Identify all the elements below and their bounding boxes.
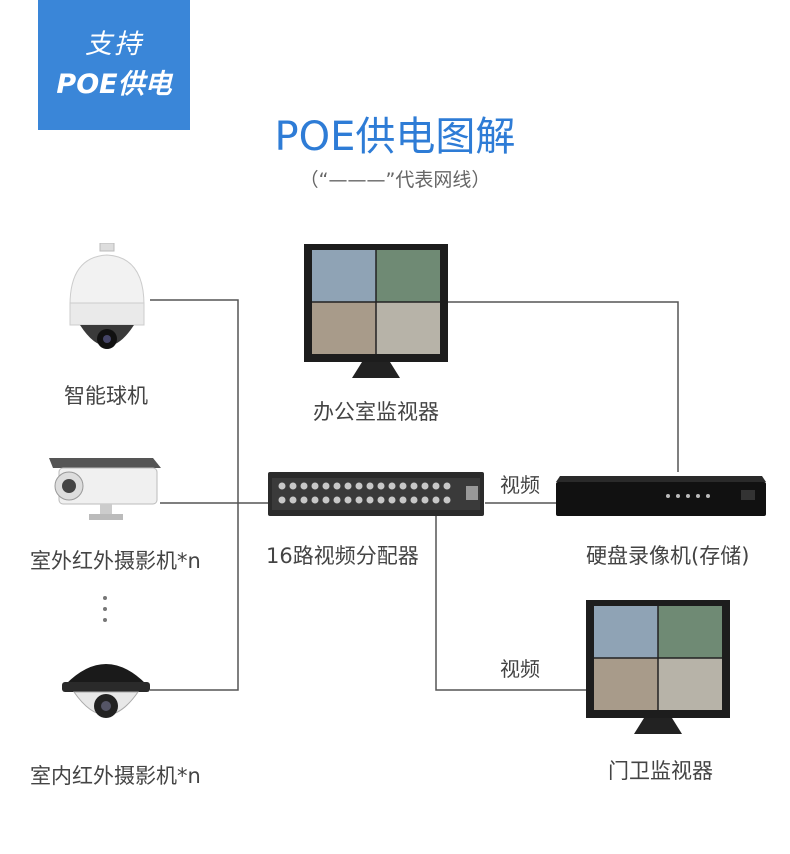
video-link-gate-label: 视频 <box>500 657 540 681</box>
bnc-connector <box>300 482 308 490</box>
dvr-icon <box>556 476 766 516</box>
indoor-ir-camera-label: 室内红外摄影机*n <box>30 764 201 788</box>
bnc-connector <box>421 482 429 490</box>
bnc-connector <box>366 482 374 490</box>
bnc-connector <box>311 482 319 490</box>
badge-line-1: 支持 <box>85 29 143 60</box>
poe-badge: 支持 POE供电 <box>38 0 190 130</box>
gate-monitor-icon <box>586 600 730 734</box>
bnc-connector <box>410 496 418 504</box>
bnc-connector <box>322 482 330 490</box>
bnc-connector <box>289 496 297 504</box>
bnc-connector <box>443 496 451 504</box>
bnc-connector <box>344 496 352 504</box>
bnc-connector <box>355 482 363 490</box>
splitter-icon <box>268 472 484 516</box>
bnc-connector <box>355 496 363 504</box>
bnc-connector <box>421 496 429 504</box>
splitter-label: 16路视频分配器 <box>266 544 419 568</box>
bnc-connector <box>410 482 418 490</box>
vertical-ellipsis <box>103 596 107 622</box>
bnc-connector <box>432 496 440 504</box>
badge-line-2: POE供电 <box>56 69 172 100</box>
bnc-connector <box>388 482 396 490</box>
ptz-camera-icon <box>69 243 145 349</box>
outdoor-ir-camera-label: 室外红外摄影机*n <box>30 549 201 573</box>
bnc-connector <box>388 496 396 504</box>
bnc-connector <box>300 496 308 504</box>
office-monitor-icon <box>304 244 448 378</box>
bnc-connector <box>322 496 330 504</box>
bnc-connector <box>366 496 374 504</box>
bnc-connector <box>333 496 341 504</box>
gate-monitor-label: 门卫监视器 <box>608 759 713 783</box>
wire-office <box>445 301 679 472</box>
office-monitor-label: 办公室监视器 <box>313 400 439 424</box>
video-link-dvr-label: 视频 <box>500 473 540 497</box>
bnc-connector <box>289 482 297 490</box>
bnc-connector <box>377 496 385 504</box>
wire-gate <box>435 515 590 691</box>
outdoor-ir-camera-icon <box>49 458 161 520</box>
bnc-connector <box>278 482 286 490</box>
bnc-connector <box>399 496 407 504</box>
bnc-connector <box>399 482 407 490</box>
bnc-connector <box>377 482 385 490</box>
bnc-connector <box>344 482 352 490</box>
bnc-connector <box>278 496 286 504</box>
page-title: POE供电图解 <box>274 114 516 160</box>
wire-ptz <box>150 299 239 691</box>
bnc-connector <box>443 482 451 490</box>
indoor-ir-camera-icon <box>62 664 150 718</box>
bnc-connector <box>333 482 341 490</box>
bnc-connector <box>311 496 319 504</box>
wire-legend: （“———”代表网线） <box>299 169 491 191</box>
bnc-connector <box>432 482 440 490</box>
ptz-camera-label: 智能球机 <box>64 384 148 408</box>
dvr-label: 硬盘录像机(存储) <box>586 544 750 568</box>
